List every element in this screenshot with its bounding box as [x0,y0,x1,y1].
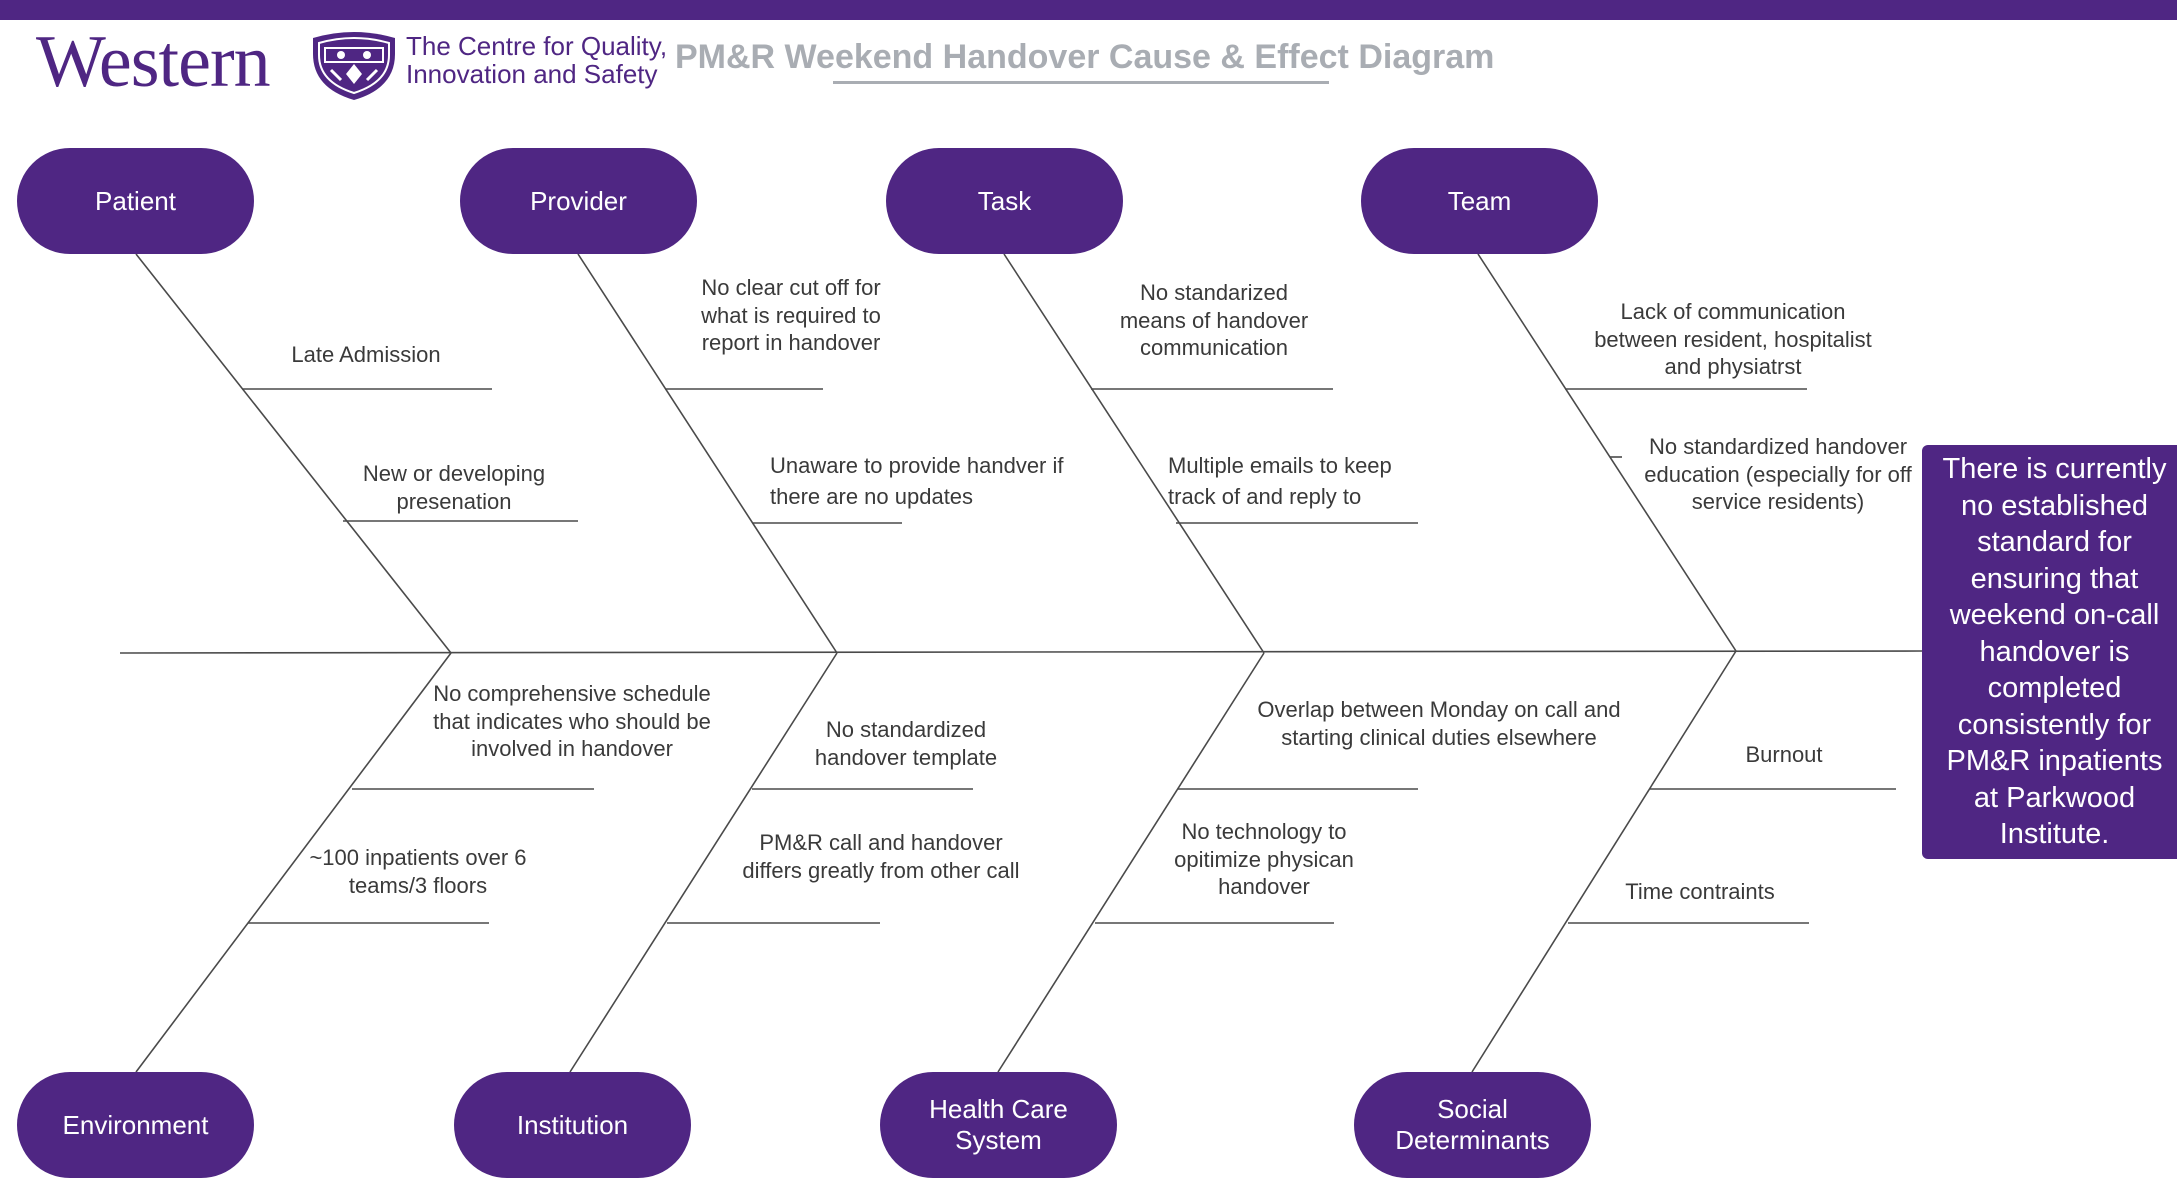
page-title: PM&R Weekend Handover Cause & Effect Dia… [675,38,1495,76]
bone-task [1003,253,1265,654]
cause-100-inpatients: ~100 inpatients over 6 teams/3 floors [309,845,527,898]
problem-statement-box: There is currently no established standa… [1922,445,2177,859]
cause-lack-communication: Lack of communication between resident, … [1594,299,1872,379]
category-health-care-system: Health Care System [880,1072,1117,1178]
cause-time-constraints: Time contraints [1625,879,1775,904]
logo-subtitle: The Centre for Quality, Innovation and S… [406,32,667,88]
category-patient: Patient [17,148,254,254]
bone-institution [569,652,838,1073]
cause-no-cutoff: No clear cut off for what is required to… [701,275,881,355]
top-brand-bar [0,0,2177,20]
category-provider: Provider [460,148,697,254]
bone-social-determinants [1471,650,1737,1073]
spine-line [119,650,1923,654]
western-crest-icon [313,32,395,100]
bone-provider [577,253,838,654]
title-underline [833,81,1329,84]
bone-health-care-system [997,652,1265,1073]
category-task: Task [886,148,1123,254]
cause-call-differs: PM&R call and handover differs greatly f… [742,830,1020,883]
category-environment: Environment [17,1072,254,1178]
bone-patient [135,253,452,654]
cause-new-presentation: New or developing presenation [362,461,546,514]
cause-no-template: No standardized handover template [814,717,998,770]
logo-subtitle-line2: Innovation and Safety [406,59,658,89]
cause-no-education: No standardized handover education (espe… [1644,434,1912,514]
cause-unaware-no-updates: Unaware to provide handver if there are … [770,453,1064,509]
bone-team [1477,253,1737,652]
cause-late-admission: Late Admission [291,342,441,367]
cause-no-standardized-means: No standarized means of handover communi… [1119,280,1309,360]
logo-subtitle-line1: The Centre for Quality, [406,31,668,61]
logo-wordmark: Western [36,21,271,103]
cause-multiple-emails: Multiple emails to keep track of and rep… [1168,453,1392,509]
cause-burnout: Burnout [1745,742,1823,767]
bone-environment [135,652,452,1073]
cause-no-schedule: No comprehensive schedule that indicates… [433,681,711,761]
category-social-determinants: Social Determinants [1354,1072,1591,1178]
cause-no-technology: No technology to opitimize physican hand… [1174,819,1354,899]
category-institution: Institution [454,1072,691,1178]
category-team: Team [1361,148,1598,254]
cause-overlap-monday: Overlap between Monday on call and start… [1257,697,1621,750]
